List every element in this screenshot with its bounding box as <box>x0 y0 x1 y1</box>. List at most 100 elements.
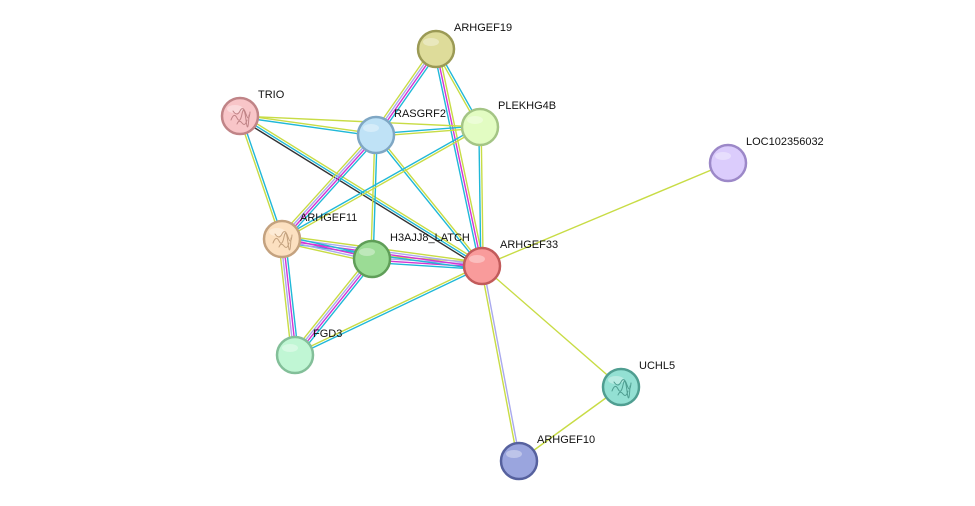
node-circle[interactable] <box>352 239 392 279</box>
edge-h3ajj8_latch-fgd3[interactable] <box>291 256 376 358</box>
node-label-arhgef11: ARHGEF11 <box>300 212 357 224</box>
node-fgd3[interactable] <box>275 335 315 375</box>
edge-line-database <box>433 49 481 267</box>
edge-arhgef33-plekhg4b[interactable] <box>478 126 484 267</box>
edge-line-database <box>297 260 376 358</box>
node-arhgef10[interactable] <box>499 441 539 481</box>
edge-line-textmining <box>240 113 484 265</box>
edge-line-database <box>281 125 480 239</box>
edge-line-textmining <box>282 127 481 241</box>
node-circle[interactable] <box>262 219 302 259</box>
edge-line-textmining <box>239 115 481 128</box>
edge-arhgef11-plekhg4b[interactable] <box>281 125 481 241</box>
edge-line-textmining <box>294 264 482 355</box>
node-highlight <box>469 255 485 263</box>
edge-line-textmining <box>480 266 519 462</box>
edge-arhgef33-arhgef10[interactable] <box>480 265 521 462</box>
edge-line-experiments <box>282 238 297 355</box>
node-rasgrf2[interactable] <box>356 115 396 155</box>
edge-line-homology <box>280 239 295 356</box>
node-plekhg4b[interactable] <box>460 107 500 147</box>
edge-arhgef33-arhgef19[interactable] <box>433 48 485 267</box>
node-circle[interactable] <box>460 107 500 147</box>
edge-rasgrf2-h3ajj8_latch[interactable] <box>370 134 378 260</box>
edge-rasgrf2-arhgef11[interactable] <box>278 132 380 242</box>
node-circle[interactable] <box>220 96 260 136</box>
node-circle[interactable] <box>416 29 456 69</box>
edge-line-experiments <box>282 135 378 241</box>
node-highlight <box>282 344 298 352</box>
edge-line-textmining <box>376 133 484 266</box>
node-arhgef19[interactable] <box>416 29 456 69</box>
edge-line-textmining <box>291 256 370 354</box>
node-highlight <box>467 116 483 124</box>
node-label-arhgef19: ARHGEF19 <box>454 22 512 34</box>
node-uchl5[interactable] <box>601 367 641 407</box>
node-highlight <box>227 105 243 113</box>
edge-line-textmining <box>518 386 622 462</box>
edge-line-database <box>284 136 380 242</box>
edge-arhgef33-fgd3[interactable] <box>294 264 483 357</box>
node-label-arhgef10: ARHGEF10 <box>537 434 595 446</box>
node-label-rasgrf2: RASGRF2 <box>394 108 446 120</box>
edge-line-textmining <box>480 126 484 266</box>
node-label-uchl5: UCHL5 <box>639 360 675 372</box>
edge-line-homology <box>482 265 521 461</box>
edge-trio-arhgef11[interactable] <box>238 115 284 240</box>
node-highlight <box>506 450 522 458</box>
edge-rasgrf2-trio[interactable] <box>239 114 377 137</box>
node-arhgef33[interactable] <box>462 246 502 286</box>
edge-line-textmining <box>437 48 485 266</box>
node-highlight <box>269 228 285 236</box>
edge-line-database <box>374 135 482 268</box>
node-label-loc102356032: LOC102356032 <box>746 136 824 148</box>
node-highlight <box>423 38 439 46</box>
edge-line-textmining <box>240 114 377 135</box>
edge-arhgef33-rasgrf2[interactable] <box>374 133 484 268</box>
edge-line-database <box>478 127 482 267</box>
edge-line-homology <box>280 133 376 239</box>
protein-structure-icon <box>230 108 251 128</box>
node-circle[interactable] <box>275 335 315 375</box>
edge-line-database <box>239 116 376 137</box>
edge-arhgef11-fgd3[interactable] <box>277 238 300 356</box>
edge-line-textmining <box>481 265 622 388</box>
node-circle[interactable] <box>462 246 502 286</box>
node-highlight <box>359 248 375 256</box>
edge-line-database <box>284 238 300 355</box>
node-trio[interactable] <box>220 96 260 136</box>
node-label-h3ajj8-latch: H3AJJ8_LATCH <box>390 232 470 244</box>
node-label-arhgef33: ARHGEF33 <box>500 239 558 251</box>
node-circle[interactable] <box>499 441 539 481</box>
edge-trio-plekhg4b[interactable] <box>239 115 481 128</box>
edge-line-textmining <box>277 239 293 356</box>
edge-line-textmining <box>481 162 729 267</box>
node-label-trio: TRIO <box>258 89 285 101</box>
node-circle[interactable] <box>601 367 641 407</box>
edge-uchl5-arhgef10[interactable] <box>518 386 622 462</box>
node-highlight <box>363 124 379 132</box>
node-circle[interactable] <box>708 143 748 183</box>
edge-arhgef33-uchl5[interactable] <box>481 265 622 388</box>
protein-structure-icon <box>611 379 632 399</box>
node-highlight <box>715 152 731 160</box>
node-arhgef11[interactable] <box>262 219 302 259</box>
edge-line-database <box>372 135 378 260</box>
edge-line-experiments <box>295 259 374 357</box>
edge-line-database <box>240 115 284 239</box>
node-label-plekhg4b: PLEKHG4B <box>498 100 556 112</box>
node-highlight <box>608 376 624 384</box>
edge-line-experiments <box>435 48 483 267</box>
edge-line-database <box>239 115 483 267</box>
node-layer <box>220 29 748 481</box>
node-loc102356032[interactable] <box>708 143 748 183</box>
edge-line-textmining <box>278 132 374 238</box>
node-label-fgd3: FGD3 <box>313 328 342 340</box>
edge-arhgef33-loc102356032[interactable] <box>481 162 729 267</box>
edge-line-database <box>295 266 483 357</box>
node-circle[interactable] <box>356 115 396 155</box>
edge-line-homology <box>293 257 372 355</box>
node-h3ajj8-latch[interactable] <box>352 239 392 279</box>
